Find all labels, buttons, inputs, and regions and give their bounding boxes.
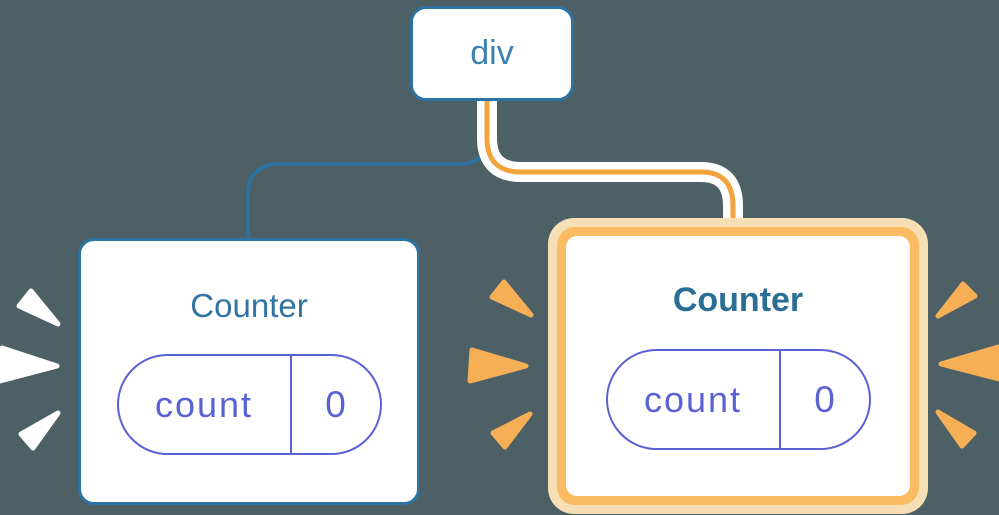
node-label: div bbox=[470, 34, 514, 72]
tree-node-counter-right: Counter count 0 bbox=[566, 236, 910, 496]
edge-root-to-right-counter-casing bbox=[477, 100, 743, 224]
spark-burst-orange-icon bbox=[935, 281, 999, 449]
state-pill: count 0 bbox=[116, 354, 382, 456]
state-key-label: count bbox=[608, 351, 781, 449]
spark-ray-icon bbox=[489, 279, 534, 318]
edge-root-to-right-counter bbox=[484, 100, 736, 224]
spark-ray-icon bbox=[467, 347, 529, 384]
edge-root-to-left-counter bbox=[246, 102, 492, 240]
component-title: Counter bbox=[672, 280, 804, 319]
spark-burst-orange-icon bbox=[467, 279, 534, 450]
tree-node-counter-left: Counter count 0 bbox=[78, 238, 420, 505]
spark-ray-icon bbox=[935, 281, 978, 319]
spark-ray-icon bbox=[0, 345, 60, 384]
highlight-ring: Counter count 0 bbox=[557, 227, 919, 505]
spark-burst-white-icon bbox=[0, 288, 61, 451]
state-value: 0 bbox=[814, 378, 835, 420]
spark-ray-icon bbox=[490, 411, 533, 450]
component-title: Counter bbox=[190, 286, 308, 324]
tree-node-counter-right-highlight: Counter count 0 bbox=[548, 218, 928, 514]
spark-ray-icon bbox=[938, 344, 999, 382]
spark-ray-icon bbox=[935, 409, 977, 449]
state-pill: count 0 bbox=[605, 349, 871, 451]
spark-ray-icon bbox=[16, 288, 61, 327]
spark-ray-icon bbox=[18, 410, 61, 451]
tree-node-div: div bbox=[410, 6, 574, 101]
state-key-label: count bbox=[119, 356, 292, 454]
state-value: 0 bbox=[325, 383, 346, 425]
